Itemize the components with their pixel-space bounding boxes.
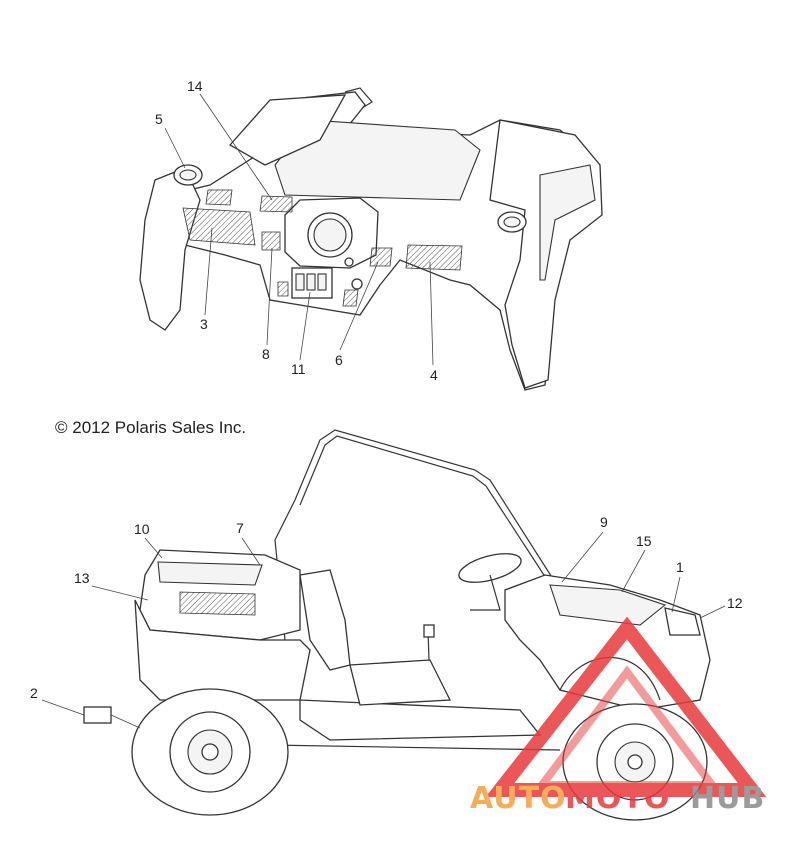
watermark-moto: MOTO [565, 781, 670, 816]
callout-10: 10 [134, 521, 150, 537]
dash-assembly [139, 87, 603, 391]
callout-9: 9 [600, 514, 608, 530]
vehicle-side-view [83, 429, 711, 821]
callout-3: 3 [200, 316, 208, 332]
dash-callouts: 14 5 3 8 11 6 4 [155, 78, 438, 383]
callout-12: 12 [727, 595, 743, 611]
callout-1: 1 [676, 559, 684, 575]
watermark-logo: AUTO MOTO HUB [470, 616, 767, 816]
watermark-auto: AUTO [470, 781, 567, 816]
callout-2: 2 [30, 685, 38, 701]
callout-4: 4 [430, 367, 438, 383]
callout-7: 7 [236, 520, 244, 536]
callout-5: 5 [155, 111, 163, 127]
watermark-triangle-icon [485, 616, 767, 797]
watermark-hub: HUB [690, 781, 765, 816]
copyright-notice: © 2012 Polaris Sales Inc. [55, 418, 246, 437]
callout-11: 11 [291, 361, 306, 377]
callout-6: 6 [335, 352, 343, 368]
callout-8: 8 [262, 346, 270, 362]
callout-13: 13 [74, 570, 90, 586]
callout-14: 14 [187, 78, 203, 94]
callout-15: 15 [636, 533, 652, 549]
vehicle-callouts: 10 7 13 9 15 1 12 2 [30, 514, 743, 729]
